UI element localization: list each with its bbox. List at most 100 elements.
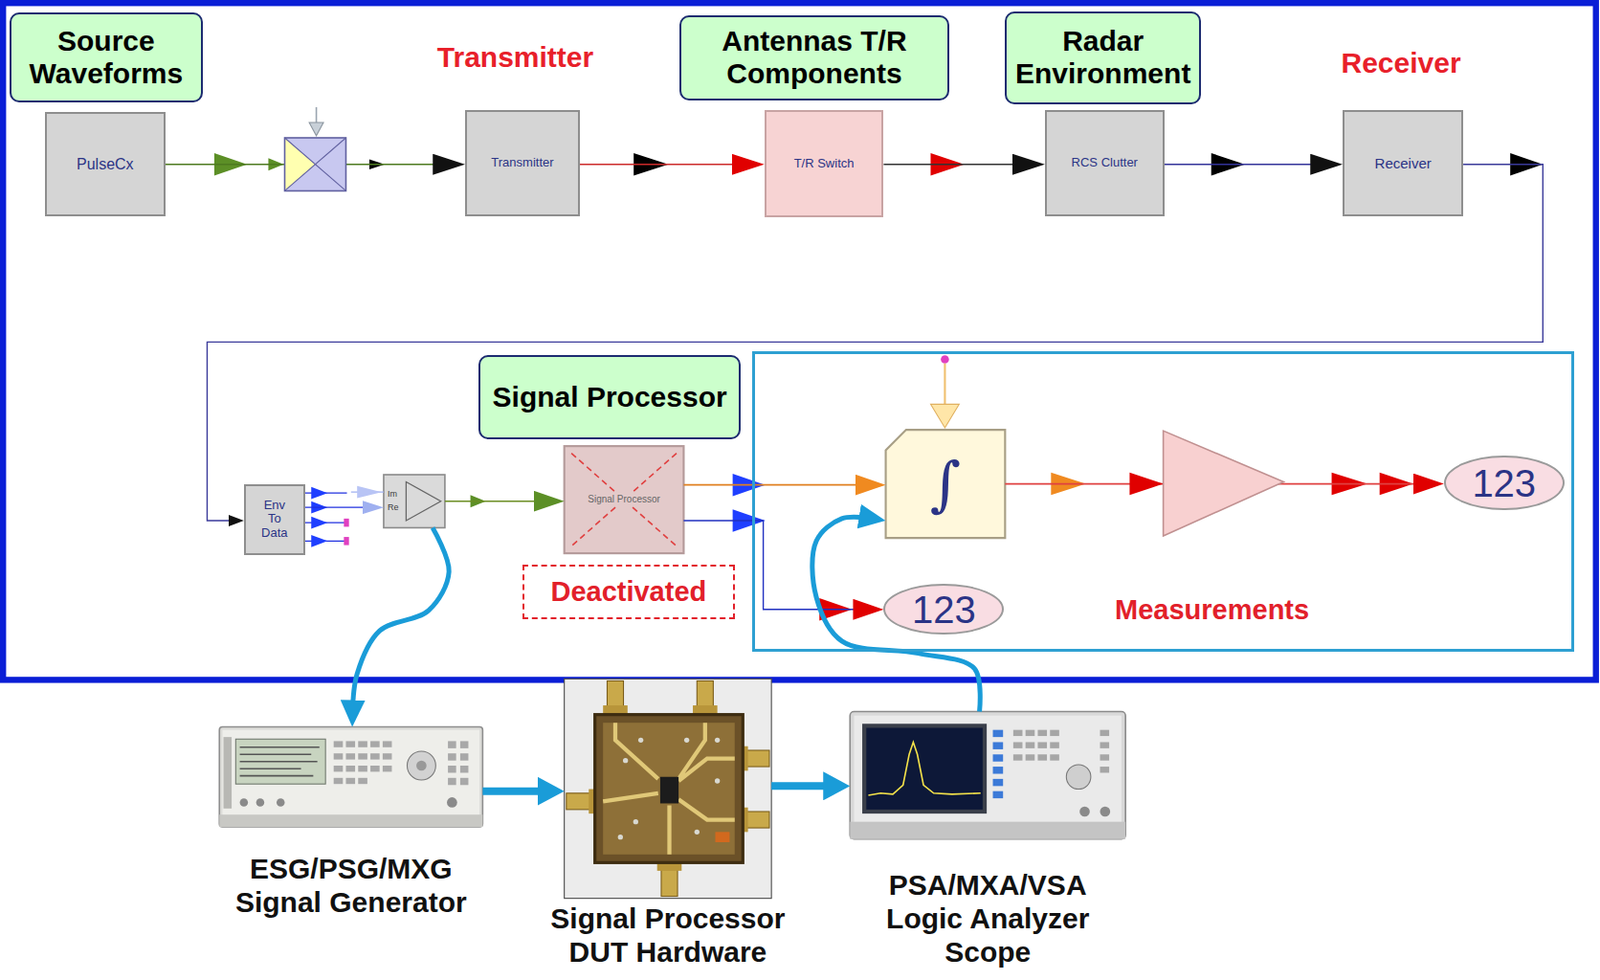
signal-generator-picture	[370, 753, 380, 759]
signal-generator-picture	[370, 740, 380, 747]
signal-connector	[771, 781, 837, 790]
deactivated-block: Signal Processor	[564, 445, 685, 554]
instrument-caption: ESG/PSG/MXG Signal Generator	[212, 851, 490, 919]
dut-board-picture	[595, 714, 744, 864]
integrator-block	[886, 429, 1006, 538]
signal-generator-picture	[333, 753, 344, 759]
measurement-region: Measurements∫123123	[752, 351, 1575, 652]
analyzer-picture	[1100, 766, 1111, 773]
signal-generator-picture	[382, 753, 393, 759]
node-label: Radar Environment	[1010, 24, 1196, 90]
wire-arrow	[214, 153, 1543, 622]
node-label: 123	[1471, 464, 1536, 503]
wire-arrow	[343, 536, 349, 546]
category-tag: Signal Processor	[478, 355, 741, 439]
receiver-block: Receiver	[1342, 110, 1464, 217]
dut-board-picture	[588, 705, 748, 871]
dut-board-picture	[566, 680, 770, 896]
wire-arrow	[311, 534, 328, 548]
wire-arrow	[343, 518, 349, 528]
signal-connector	[444, 500, 550, 503]
signal-generator-picture	[276, 798, 286, 807]
node-label: Signal Processor	[584, 492, 664, 507]
signal-connector	[206, 164, 1543, 521]
signal-connector	[305, 506, 374, 508]
signal-processor-block	[564, 445, 685, 554]
signal-generator-picture	[382, 740, 393, 747]
mixer-symbol	[285, 164, 347, 192]
instrument: PSA/MXA/VSA Logic Analyzer Scope	[849, 711, 1126, 839]
dut-board-picture	[714, 777, 720, 783]
signal-generator-picture	[447, 753, 457, 760]
node-label: 123	[911, 590, 977, 629]
switch-block: T/R Switch	[764, 110, 885, 218]
signal-generator-picture	[235, 738, 326, 784]
mixer-symbol	[285, 137, 347, 191]
analyzer-picture	[1049, 754, 1060, 760]
integrator-block: ∫	[886, 429, 1006, 538]
signal-generator-picture	[240, 798, 249, 807]
node-label: Deactivated	[528, 576, 730, 608]
signal-generator-picture	[460, 753, 469, 760]
node-label: Im	[386, 488, 399, 501]
analyzer-picture	[849, 711, 1126, 839]
section-label: Receiver	[1341, 46, 1462, 79]
analyzer-picture	[849, 822, 1126, 840]
signal-generator-picture	[447, 777, 457, 785]
numeric-sink: 123	[1444, 455, 1565, 512]
dut-board-picture	[638, 737, 644, 743]
amplifier-symbol	[1129, 430, 1284, 536]
dut-board-picture	[714, 737, 720, 743]
signal-generator-picture	[370, 765, 380, 772]
analyzer-picture	[1025, 754, 1036, 760]
node-label: Receiver	[1375, 155, 1432, 172]
dut-board-picture	[602, 722, 735, 855]
analyzer-picture	[1037, 730, 1047, 736]
analyzer-picture	[1013, 754, 1023, 760]
analyzer-picture	[1049, 730, 1060, 736]
signal-generator-picture	[447, 740, 457, 748]
analyzer-picture	[1079, 806, 1090, 818]
signal-generator-picture	[223, 736, 233, 809]
mixer-symbol	[315, 107, 318, 125]
complex-block: ImRe	[383, 474, 445, 528]
signal-generator-picture	[357, 777, 368, 784]
instrument: ESG/PSG/MXG Signal Generator	[219, 726, 483, 827]
reset-input	[940, 355, 950, 364]
analyzer-picture	[1037, 754, 1047, 760]
wire-arrow	[356, 486, 382, 499]
dut-board-picture	[633, 819, 639, 824]
category-tag: Source Waveforms	[9, 12, 204, 103]
integrator-block	[886, 429, 1006, 538]
analyzer-picture	[866, 728, 983, 810]
signal-generator-picture	[460, 765, 469, 773]
signal-generator-picture	[345, 740, 356, 747]
analyzer-picture	[1025, 741, 1036, 748]
signal-generator-picture	[460, 777, 469, 785]
dut-board-picture	[618, 834, 623, 840]
signal-generator-picture	[406, 751, 436, 780]
reset-input	[930, 355, 959, 428]
signal-generator-picture	[256, 798, 266, 807]
signal-generator-picture	[357, 740, 368, 747]
dut-board-picture	[564, 678, 772, 898]
analyzer-picture	[993, 730, 1004, 799]
clutter-block: RCS Clutter	[1044, 110, 1165, 217]
dut-board-picture	[684, 737, 689, 743]
mixer-symbol	[285, 137, 347, 191]
numeric-sink: 123	[883, 583, 1004, 635]
wire-arrow	[311, 516, 328, 530]
signal-generator-picture	[333, 740, 469, 785]
analyzer-picture	[1037, 741, 1047, 748]
signal-generator-picture	[345, 777, 356, 784]
analyzer-picture	[1025, 730, 1036, 736]
analyzer-picture	[867, 741, 980, 795]
analyzer-picture	[993, 754, 1004, 761]
signal-generator-picture	[382, 765, 393, 772]
dut-board-picture	[602, 722, 735, 855]
signal-generator-picture	[333, 765, 344, 772]
signal-generator-picture	[460, 740, 469, 748]
converter-block: Env To Data	[244, 484, 306, 556]
analyzer-picture	[993, 791, 1004, 799]
section-label: Transmitter	[437, 40, 594, 72]
